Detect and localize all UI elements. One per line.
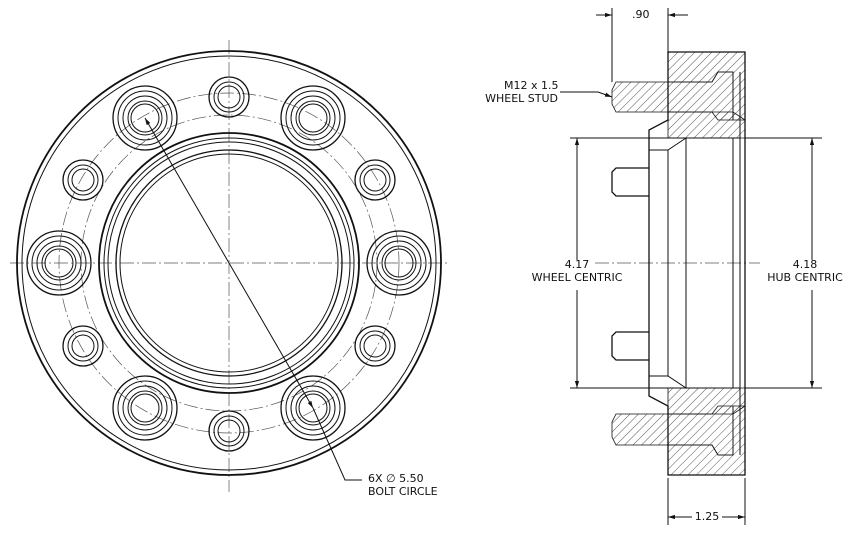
bolt-circle-leader	[312, 407, 362, 481]
hub-centric-label: HUB CENTRIC	[767, 271, 843, 284]
upper-stud-hatch	[611, 71, 734, 121]
upper-web-hatch	[667, 111, 746, 139]
bolt-circle-value: 6X ∅ 5.50	[368, 472, 424, 485]
lower-stud-hatch	[611, 405, 734, 456]
stud-callout-size: M12 x 1.5	[504, 79, 559, 92]
lug-hole-4	[354, 159, 396, 201]
wheel-stud-leader	[560, 91, 613, 98]
outer-rim	[16, 50, 442, 476]
front-view	[10, 40, 448, 492]
bolt-circle-diameter-line	[144, 117, 314, 409]
lower-web-hatch	[667, 387, 746, 415]
lug-hole-3	[62, 159, 104, 201]
stud-hole-5	[112, 375, 178, 441]
outer-rim-chamfer	[21, 55, 437, 471]
dim-overall-thickness: 1.25	[694, 510, 720, 523]
stud-hole-6	[280, 375, 346, 441]
bolt-circle-phantom	[58, 92, 400, 434]
stud-callout-label: WHEEL STUD	[485, 92, 558, 105]
stud-hole-3	[26, 230, 92, 296]
stud-hole-2	[280, 85, 346, 151]
lug-hole-5	[62, 325, 104, 367]
dim-flange-thickness: .90	[632, 8, 650, 21]
lower-lug-stud	[611, 331, 649, 361]
stud-hole-4	[366, 230, 432, 296]
lug-hole-1	[208, 76, 250, 118]
upper-lug-stud	[611, 167, 649, 197]
bolt-circle-label: BOLT CIRCLE	[368, 485, 438, 498]
lug-holes	[62, 76, 396, 452]
lug-hole-2	[208, 410, 250, 452]
wheel-centric-value: 4.17	[564, 258, 590, 271]
hub-centric-value: 4.18	[792, 258, 818, 271]
lug-hole-6	[354, 325, 396, 367]
wheel-centric-label: WHEEL CENTRIC	[531, 271, 623, 284]
section-view	[560, 8, 822, 525]
